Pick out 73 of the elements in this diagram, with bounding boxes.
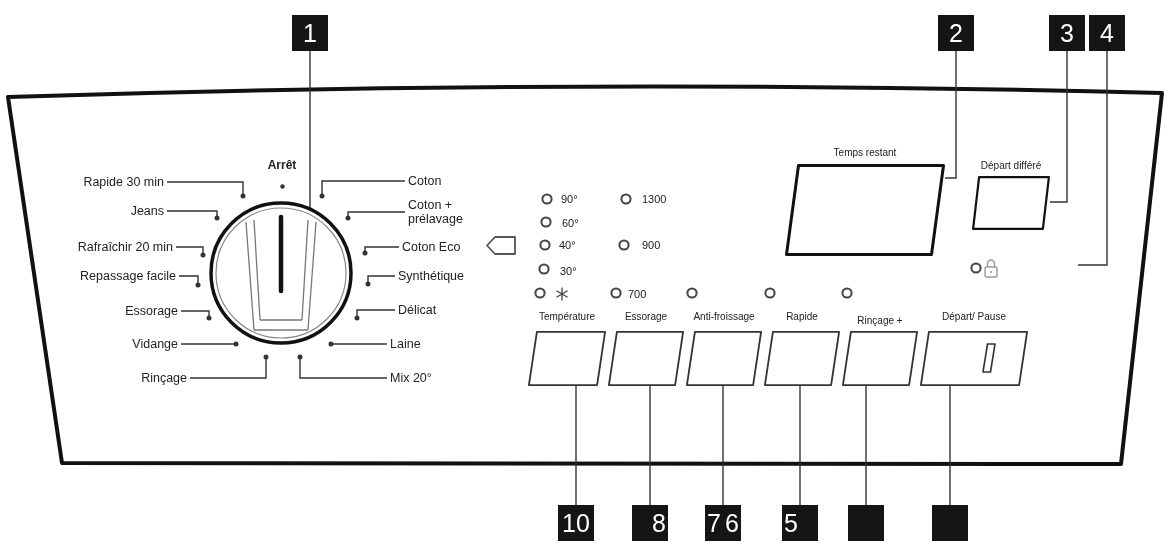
leader-line xyxy=(1049,50,1068,203)
callout-number: 7 xyxy=(707,510,721,536)
callout-tag xyxy=(782,505,818,541)
callout-tag xyxy=(292,15,328,51)
program-label: Vidange xyxy=(132,337,178,351)
program-label: Jeans xyxy=(130,204,164,218)
callout-tag xyxy=(938,15,974,51)
indicator-label: 30° xyxy=(560,265,577,277)
program-label: Rinçage xyxy=(141,371,187,385)
callout-tag xyxy=(1049,15,1085,51)
display-label: Départ différé xyxy=(980,160,1042,172)
indicator-label: 60° xyxy=(562,217,579,229)
program-label: Coton xyxy=(408,174,442,188)
program-label: Rapide 30 min xyxy=(83,175,164,189)
callout-number: 6 xyxy=(725,510,739,536)
leader-line xyxy=(345,211,406,221)
button-label: Rinçage + xyxy=(857,315,903,327)
indicator-label: 900 xyxy=(642,239,661,251)
program-dial xyxy=(207,199,355,347)
leader-line xyxy=(575,385,577,506)
callout-number: 4 xyxy=(1100,20,1114,46)
indicator-label: 90° xyxy=(561,193,578,205)
callout-tag xyxy=(932,505,968,541)
leader-line xyxy=(362,246,400,256)
leader-line xyxy=(166,210,220,221)
leader-line xyxy=(166,181,246,199)
leader-line xyxy=(722,385,724,506)
button-label: Essorage xyxy=(624,311,668,323)
program-label: Synthétique xyxy=(398,269,465,283)
callout-number: 10 xyxy=(562,510,590,536)
indicator-label: 700 xyxy=(628,288,647,300)
leader-line xyxy=(180,341,239,347)
button-label: Rapide xyxy=(786,311,818,323)
program-label: Mix 20° xyxy=(390,371,432,385)
callout-number: 1 xyxy=(303,20,317,46)
leader-line xyxy=(175,246,206,258)
leader-line xyxy=(309,50,311,210)
leader-line xyxy=(178,275,201,288)
program-label: Rafraîchir 20 min xyxy=(77,240,173,254)
program-label: Essorage xyxy=(125,304,178,318)
callout-tag xyxy=(632,505,668,541)
leader-line xyxy=(319,180,406,199)
leader-line xyxy=(649,385,651,506)
leader-line xyxy=(189,354,269,379)
leader-line xyxy=(297,354,388,379)
callout-number: 2 xyxy=(949,20,963,46)
indicator-label: 40° xyxy=(559,239,576,251)
leader-line xyxy=(328,341,388,347)
leader-line xyxy=(865,385,867,506)
program-label: Coton + prélavage xyxy=(408,198,463,226)
program-label: Repassage facile xyxy=(80,269,176,283)
callout-tag xyxy=(848,505,884,541)
program-label: Laine xyxy=(390,337,421,351)
callout-number: 8 xyxy=(652,510,666,536)
leader-line xyxy=(180,310,212,321)
leader-line xyxy=(944,50,957,179)
callout-tag xyxy=(705,505,741,541)
button-label: Anti-froissage xyxy=(693,311,755,323)
leader-line xyxy=(354,309,396,321)
leader-line xyxy=(949,385,951,506)
callout-number: 5 xyxy=(784,510,798,536)
display-label: Temps restant xyxy=(833,147,897,159)
program-label: Délicat xyxy=(398,303,437,317)
indicator-label: 1300 xyxy=(642,193,667,205)
callout-number: 3 xyxy=(1060,20,1074,46)
leader-line xyxy=(365,275,396,287)
leader-line xyxy=(799,385,801,506)
button-label: Départ/ Pause xyxy=(942,311,1006,323)
program-label: Coton Eco xyxy=(402,240,461,254)
callout-tag xyxy=(1089,15,1125,51)
leader-line xyxy=(1077,50,1108,266)
button-label: Température xyxy=(538,311,596,323)
dial-position-label: Arrêt xyxy=(267,158,297,172)
